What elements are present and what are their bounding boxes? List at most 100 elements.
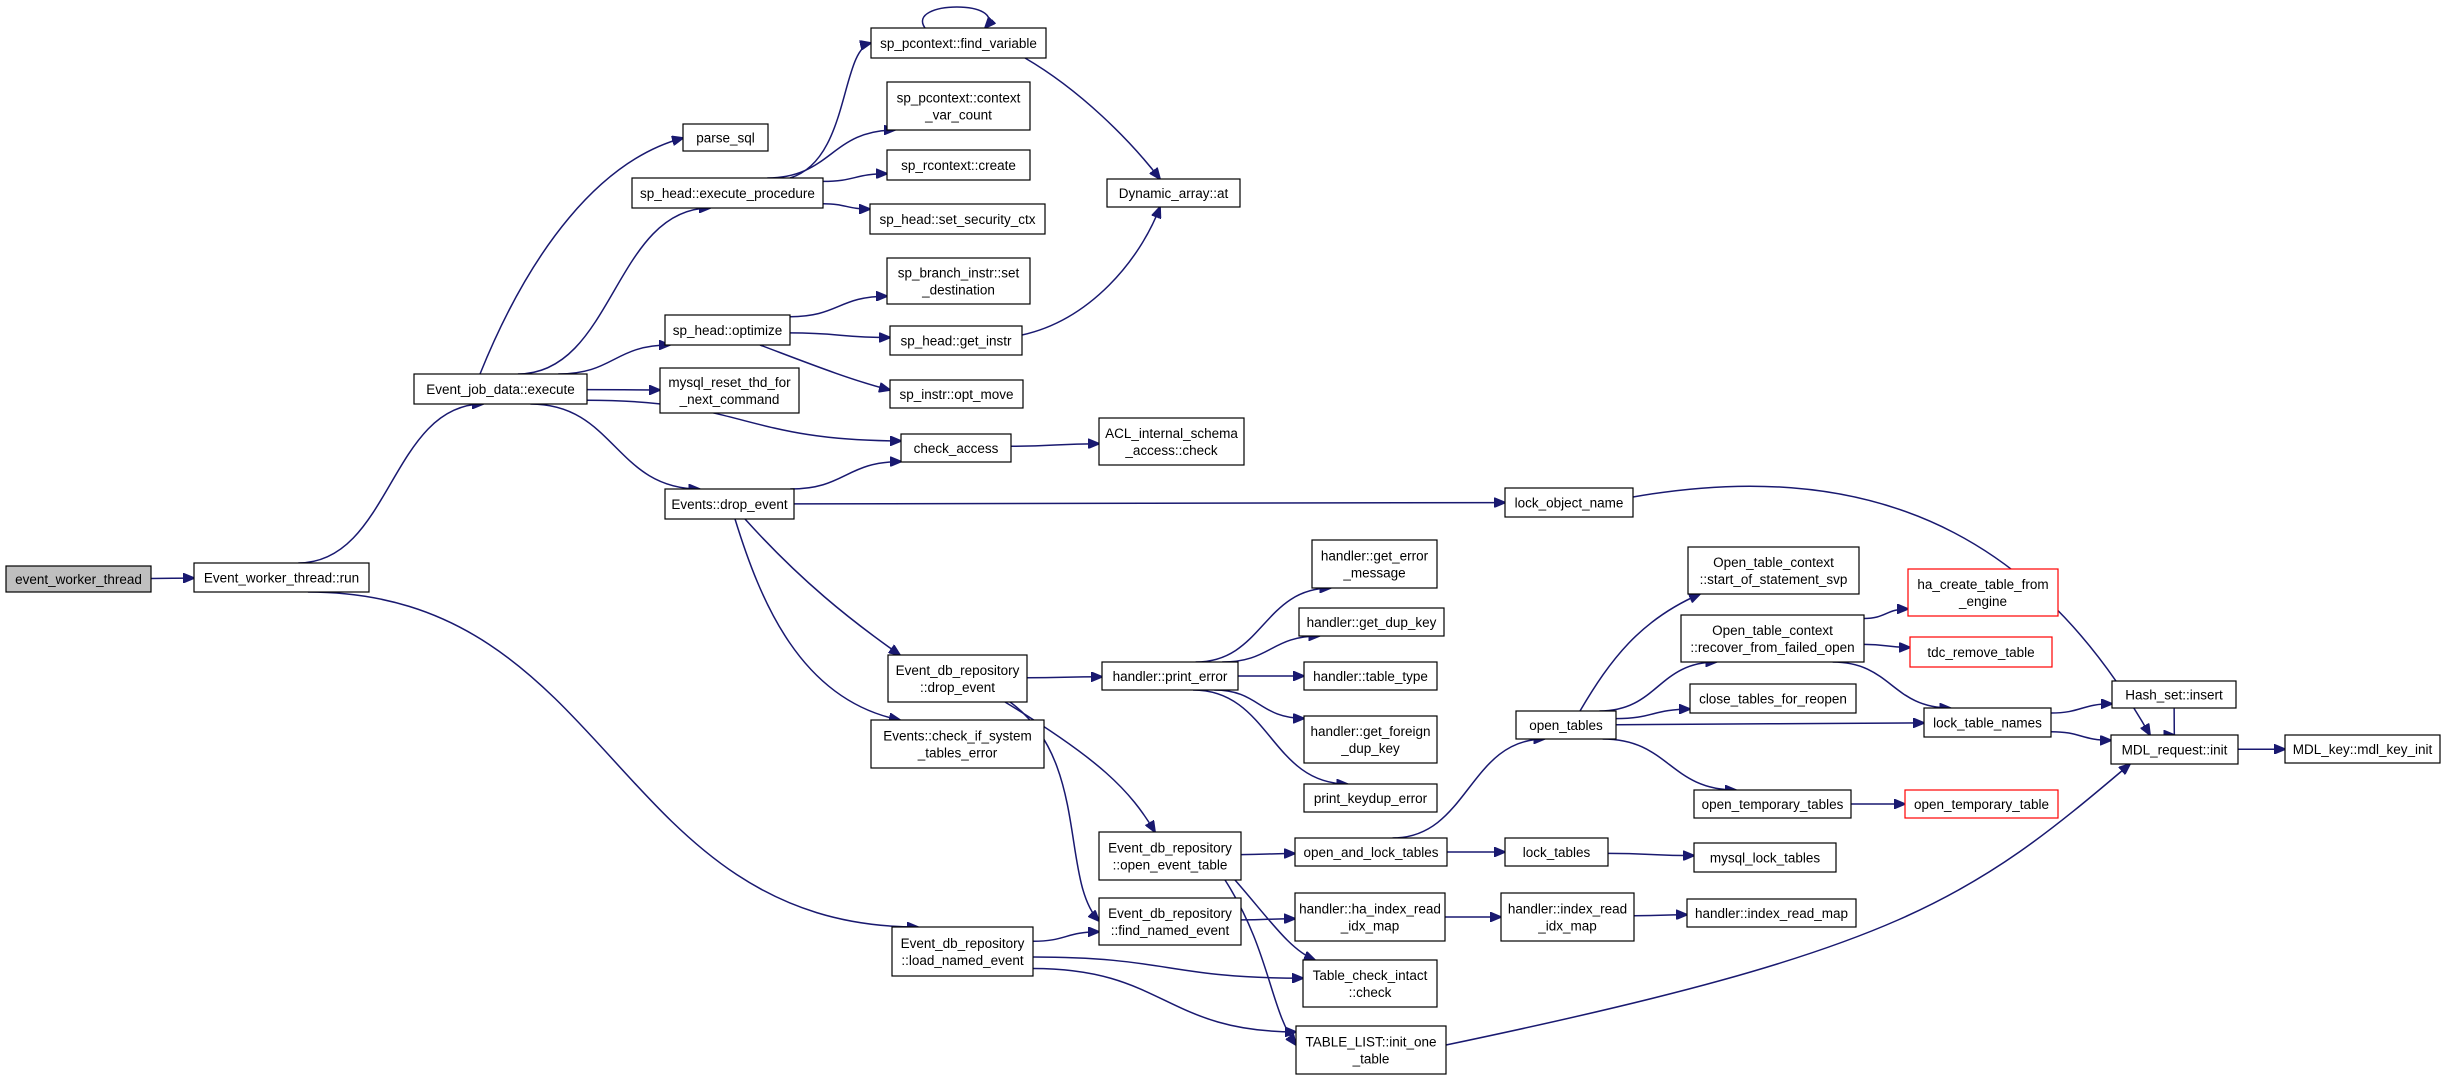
node-box: [1693, 789, 1852, 819]
edge-ldlne-to-tci: [1032, 956, 1303, 978]
edge-ewtr-to-ldlne: [307, 591, 918, 927]
node-label: ::drop_event: [920, 680, 995, 695]
node-ltn[interactable]: lock_table_names: [1923, 707, 2052, 738]
edge-hpe-to-hgfdk: [1214, 689, 1304, 718]
node-hgdk[interactable]: handler::get_dup_key: [1298, 607, 1445, 637]
node-hiri[interactable]: handler::ha_index_read_idx_map: [1294, 892, 1446, 942]
node-hctf[interactable]: ha_create_table_from_engine: [1907, 568, 2059, 617]
edge-ltn-to-hsi: [2050, 704, 2112, 714]
node-box: [631, 177, 824, 209]
edge-ejde-to-sphep: [517, 208, 710, 375]
node-box: [1303, 715, 1438, 764]
node-label: ::recover_from_failed_open: [1690, 640, 1854, 655]
edge-ot-to-ctfr: [1615, 709, 1690, 720]
node-box: [1693, 842, 1837, 873]
node-label: Open_table_context: [1712, 623, 1833, 638]
node-box: [1303, 783, 1438, 813]
node-otcr[interactable]: Open_table_context::recover_from_failed_…: [1680, 614, 1865, 663]
edge-lt-to-mlt: [1607, 853, 1694, 855]
node-lt[interactable]: lock_tables: [1504, 837, 1609, 867]
edges-layer: [150, 6, 2285, 1045]
node-hgfdk[interactable]: handler::get_foreign_dup_key: [1303, 715, 1438, 764]
node-label: Event_db_repository: [901, 936, 1025, 951]
edge-otcr-to-hctf: [1863, 609, 1908, 620]
edge-ede-to-lon: [793, 503, 1505, 504]
node-box: [1098, 831, 1242, 881]
node-psql[interactable]: parse_sql: [682, 123, 769, 152]
node-mdlri[interactable]: MDL_request::init: [2110, 734, 2239, 765]
node-box: [682, 123, 769, 152]
node-sphssc[interactable]: sp_head::set_security_ctx: [869, 203, 1046, 235]
node-edroet[interactable]: Event_db_repository::open_event_table: [1098, 831, 1242, 881]
node-ewtr[interactable]: Event_worker_thread::run: [193, 562, 370, 593]
node-ot[interactable]: open_tables: [1515, 710, 1617, 740]
node-label: ::start_of_statement_svp: [1700, 572, 1848, 587]
node-label: sp_head::get_instr: [900, 334, 1012, 349]
node-edrde[interactable]: Event_db_repository::drop_event: [887, 654, 1028, 703]
edge-ede-to-edrde: [744, 518, 900, 655]
node-label: _next_command: [679, 392, 780, 407]
node-label: open_tables: [1529, 718, 1603, 733]
node-tci[interactable]: Table_check_intact::check: [1302, 959, 1438, 1008]
node-label: event_worker_thread: [15, 572, 142, 587]
node-pke[interactable]: print_keydup_error: [1303, 783, 1438, 813]
node-sphep[interactable]: sp_head::execute_procedure: [631, 177, 824, 209]
node-box: [1909, 636, 2053, 668]
node-tdcrt[interactable]: tdc_remove_table: [1909, 636, 2053, 668]
node-sphgi[interactable]: sp_head::get_instr: [889, 325, 1023, 356]
node-spfv[interactable]: sp_pcontext::find_variable: [870, 27, 1047, 59]
node-ott[interactable]: open_temporary_tables: [1693, 789, 1852, 819]
node-ede[interactable]: Events::drop_event: [664, 488, 795, 520]
node-label: handler::index_read_map: [1695, 906, 1848, 921]
node-box: [1504, 487, 1634, 518]
node-hir[interactable]: handler::index_read_idx_map: [1500, 892, 1635, 942]
node-hirm[interactable]: handler::index_read_map: [1686, 898, 1857, 928]
edge-sphgi-to-dyat: [1021, 207, 1160, 336]
node-ca[interactable]: check_access: [900, 433, 1012, 463]
edge-ot-to-ott: [1602, 738, 1736, 790]
node-mdlk[interactable]: MDL_key::mdl_key_init: [2284, 734, 2441, 764]
node-sprc[interactable]: sp_rcontext::create: [886, 149, 1031, 181]
node-box: [1101, 661, 1239, 691]
node-lon[interactable]: lock_object_name: [1504, 487, 1634, 518]
node-hgem[interactable]: handler::get_error_message: [1311, 539, 1438, 589]
node-ewt[interactable]: event_worker_thread: [5, 565, 152, 593]
node-hsi[interactable]: Hash_set::insert: [2111, 680, 2237, 709]
node-oalt[interactable]: open_and_lock_tables: [1294, 837, 1448, 867]
node-dyat[interactable]: Dynamic_array::at: [1106, 178, 1241, 208]
node-spbi[interactable]: sp_branch_instr::set_destination: [886, 257, 1031, 305]
node-ldlne[interactable]: Event_db_repository::load_named_event: [891, 926, 1034, 977]
node-spiom[interactable]: sp_instr::opt_move: [889, 379, 1024, 409]
node-label: Hash_set::insert: [2125, 688, 2223, 703]
node-box: [1294, 837, 1448, 867]
node-spho[interactable]: sp_head::optimize: [664, 314, 791, 346]
node-ctfr[interactable]: close_tables_for_reopen: [1689, 683, 1857, 714]
node-mlt[interactable]: mysql_lock_tables: [1693, 842, 1837, 873]
node-tlio[interactable]: TABLE_LIST::init_one_table: [1295, 1025, 1447, 1075]
node-hpe[interactable]: handler::print_error: [1101, 661, 1239, 691]
node-ecist[interactable]: Events::check_if_system_tables_error: [870, 719, 1045, 769]
node-label: ::open_event_table: [1113, 858, 1228, 873]
node-label: close_tables_for_reopen: [1699, 692, 1847, 707]
node-label: Event_db_repository: [1108, 906, 1232, 921]
node-label: MDL_request::init: [2122, 743, 2228, 758]
node-label: TABLE_LIST::init_one: [1305, 1035, 1436, 1050]
node-ejde[interactable]: Event_job_data::execute: [413, 373, 588, 405]
node-label: _table: [1352, 1052, 1390, 1067]
node-box: [1500, 892, 1635, 942]
node-edrfne[interactable]: Event_db_repository::find_named_event: [1098, 897, 1242, 946]
edge-ldlne-to-tlio: [1032, 967, 1296, 1032]
node-box: [886, 149, 1031, 181]
node-label: ha_create_table_from: [1917, 577, 2048, 592]
node-label: sp_pcontext::find_variable: [880, 36, 1037, 51]
node-box: [664, 314, 791, 346]
node-box: [1923, 707, 2052, 738]
node-otmp[interactable]: open_temporary_table: [1904, 789, 2059, 819]
node-spcvc[interactable]: sp_pcontext::context_var_count: [886, 81, 1031, 131]
node-mrtd[interactable]: mysql_reset_thd_for_next_command: [659, 367, 800, 414]
edge-otcr-to-tdcrt: [1863, 644, 1910, 647]
node-otcs[interactable]: Open_table_context::start_of_statement_s…: [1687, 546, 1860, 595]
edge-sphep-to-sphssc: [822, 203, 870, 209]
node-htt[interactable]: handler::table_type: [1303, 661, 1438, 691]
node-acl[interactable]: ACL_internal_schema_access::check: [1098, 417, 1245, 466]
